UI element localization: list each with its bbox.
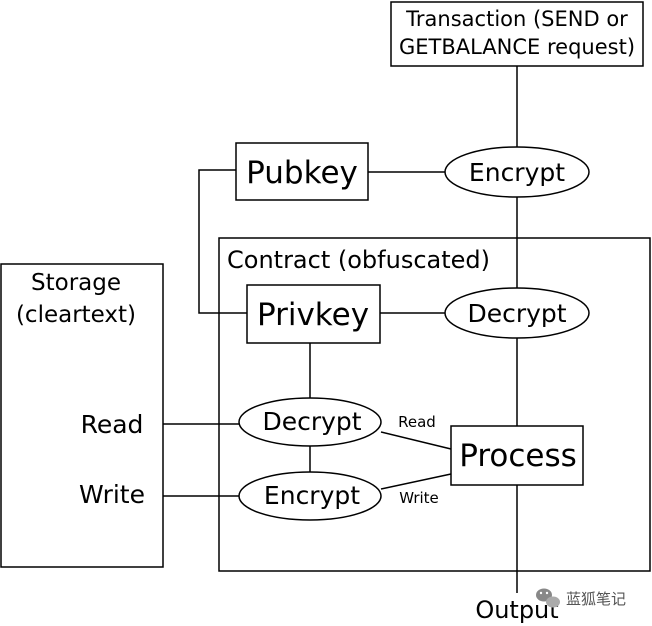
transaction-label-line2: GETBALANCE request) — [399, 35, 635, 59]
watermark-text: 蓝狐笔记 — [566, 590, 626, 608]
transaction-label-line1: Transaction (SEND or — [405, 7, 628, 31]
decrypt-mid-label: Decrypt — [467, 299, 566, 328]
decrypt-storage-label: Decrypt — [262, 407, 361, 436]
storage-label-line1: Storage — [31, 270, 121, 296]
encrypt-storage-label: Encrypt — [264, 481, 360, 510]
transaction-box — [390, 1, 644, 67]
decrypt-storage-node — [238, 397, 382, 447]
storage-box — [0, 263, 164, 568]
edge-process-encrypt — [380, 473, 452, 490]
encrypt-top-label: Encrypt — [469, 158, 565, 187]
process-box — [450, 425, 584, 486]
encrypt-top-node — [444, 146, 590, 198]
read-port-label: Read — [81, 410, 144, 439]
pubkey-box — [235, 142, 369, 201]
decrypt-mid-node — [444, 287, 590, 339]
encrypt-storage-node — [238, 471, 382, 521]
contract-label: Contract (obfuscated) — [227, 246, 490, 274]
edge-decrypt-process — [380, 431, 452, 450]
privkey-label: Privkey — [257, 297, 369, 333]
storage-label-line2: (cleartext) — [16, 302, 136, 328]
process-label: Process — [459, 438, 577, 474]
wechat-icon — [536, 588, 560, 608]
edge-pubkey-privkey — [198, 169, 247, 314]
write-port-label: Write — [79, 480, 145, 509]
contract-box — [218, 237, 651, 572]
watermark: 蓝狐笔记 — [536, 588, 626, 608]
read-edge-label: Read — [398, 413, 436, 431]
pubkey-label: Pubkey — [246, 155, 358, 191]
write-edge-label: Write — [399, 489, 439, 507]
privkey-box — [246, 284, 381, 344]
